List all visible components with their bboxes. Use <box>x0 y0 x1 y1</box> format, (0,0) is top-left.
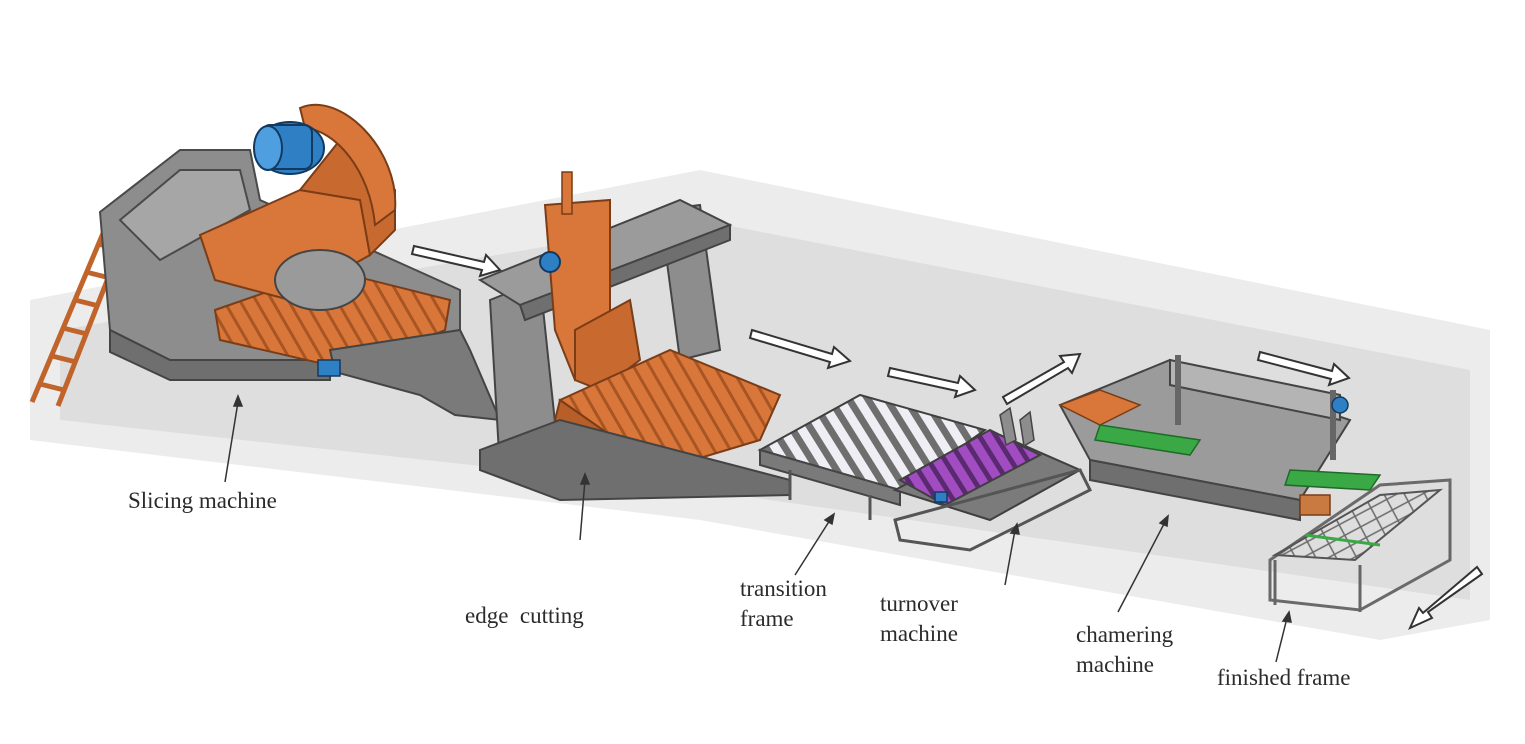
label-finished-frame: finished frame <box>1217 663 1350 693</box>
arrow-right-icon <box>1256 350 1351 387</box>
pointer-lines <box>224 393 1292 663</box>
turnover-machine <box>892 406 1093 552</box>
label-chamfering-line1: chamering <box>1076 622 1174 647</box>
edge-cutting-machine <box>477 171 791 502</box>
pointer-turnover <box>1004 522 1020 586</box>
pointer-chamfering <box>1117 514 1169 613</box>
label-slicing-text: Slicing machine <box>128 488 277 513</box>
arrow-right-icon <box>886 366 977 399</box>
label-edge-text: edge cutting <box>465 603 584 628</box>
motor-icon <box>253 121 325 175</box>
pointer-slicing <box>224 393 244 483</box>
slicing-machine <box>29 103 502 422</box>
arrow-down-left-icon <box>1408 565 1484 631</box>
label-transition-frame: transition frame <box>740 574 827 634</box>
chamfering-machine <box>1058 355 1382 522</box>
label-slicing-machine: Slicing machine <box>128 486 277 516</box>
label-edge-cutting: edge cutting <box>465 541 584 661</box>
flow-arrows <box>410 244 1484 631</box>
arrow-right-icon <box>748 328 852 370</box>
finished-frame <box>1268 478 1452 612</box>
label-finished-text: finished frame <box>1217 665 1351 690</box>
label-transition-line1: transition <box>740 576 827 601</box>
label-turnover-machine: turnover machine <box>880 589 958 649</box>
label-turnover-line1: turnover <box>880 591 958 616</box>
arrow-up-right-icon <box>1001 352 1082 406</box>
label-transition-line2: frame <box>740 606 794 631</box>
arrow-right-icon <box>410 244 502 278</box>
label-chamfering-machine: chamering machine <box>1076 620 1173 680</box>
pointer-edge <box>579 471 591 541</box>
label-chamfering-line2: machine <box>1076 652 1154 677</box>
pointer-transition <box>794 512 836 576</box>
label-turnover-line2: machine <box>880 621 958 646</box>
pointer-finished <box>1275 610 1292 663</box>
